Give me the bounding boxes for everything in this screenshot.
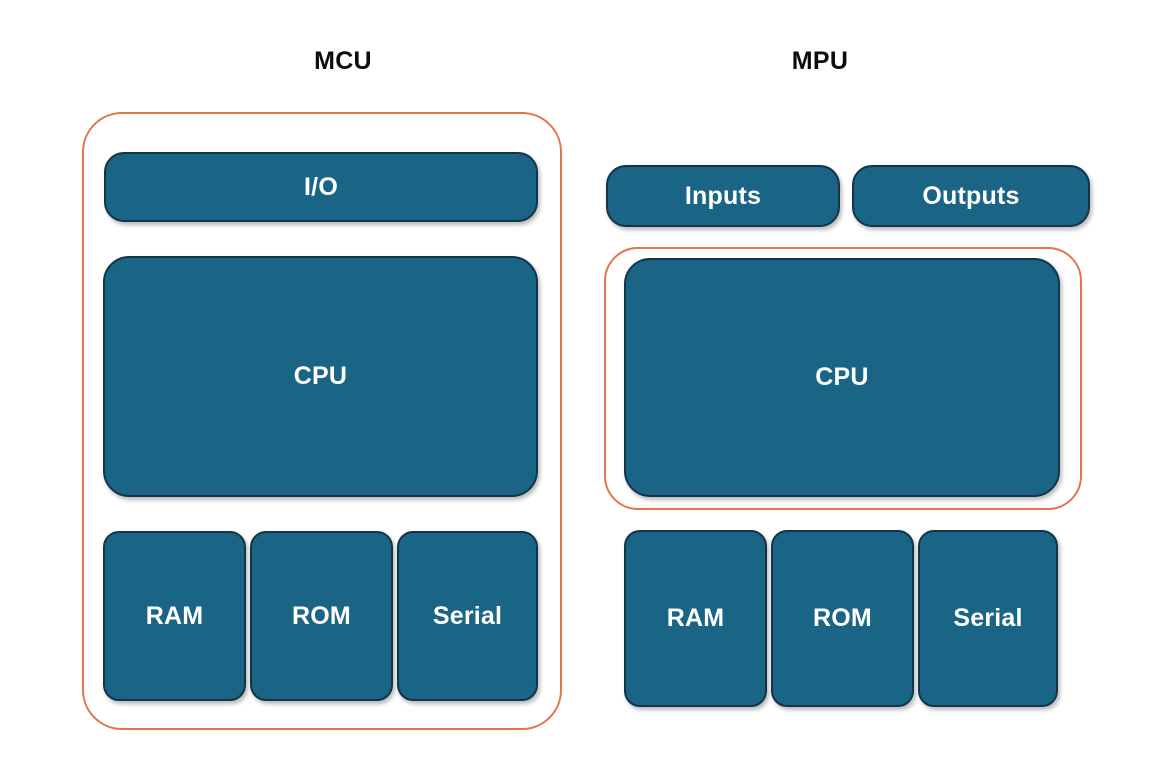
mcu-panel-title: MCU xyxy=(314,47,372,75)
mcu-block-serial[interactable]: Serial xyxy=(397,531,538,701)
mcu-block-io[interactable]: I/O xyxy=(104,152,538,222)
mpu-panel-title: MPU xyxy=(791,47,849,75)
mpu-block-cpu[interactable]: CPU xyxy=(624,258,1060,497)
mcu-chip-boundary xyxy=(82,112,562,730)
mcu-block-ram[interactable]: RAM xyxy=(103,531,246,701)
mpu-block-ram[interactable]: RAM xyxy=(624,530,767,707)
mcu-block-cpu-label: CPU xyxy=(293,362,348,390)
mpu-block-inputs-label: Inputs xyxy=(684,181,762,210)
mpu-block-ram-label: RAM xyxy=(666,604,725,632)
mpu-block-cpu-label: CPU xyxy=(815,363,869,391)
mcu-block-rom[interactable]: ROM xyxy=(250,531,393,701)
mcu-block-serial-label: Serial xyxy=(432,601,503,630)
mpu-block-rom-label: ROM xyxy=(813,604,872,632)
mpu-block-outputs[interactable]: Outputs xyxy=(852,165,1090,227)
mpu-block-serial-label: Serial xyxy=(953,604,1023,632)
mpu-block-serial[interactable]: Serial xyxy=(918,530,1058,707)
mcu-block-ram-label: RAM xyxy=(145,601,204,630)
mcu-block-cpu[interactable]: CPU xyxy=(103,256,538,497)
mcu-block-rom-label: ROM xyxy=(292,601,351,630)
mpu-block-inputs[interactable]: Inputs xyxy=(606,165,840,227)
mpu-block-rom[interactable]: ROM xyxy=(771,530,914,707)
mpu-chip-boundary xyxy=(604,247,1082,510)
mcu-block-io-label: I/O xyxy=(304,172,338,201)
mpu-block-outputs-label: Outputs xyxy=(922,181,1020,210)
